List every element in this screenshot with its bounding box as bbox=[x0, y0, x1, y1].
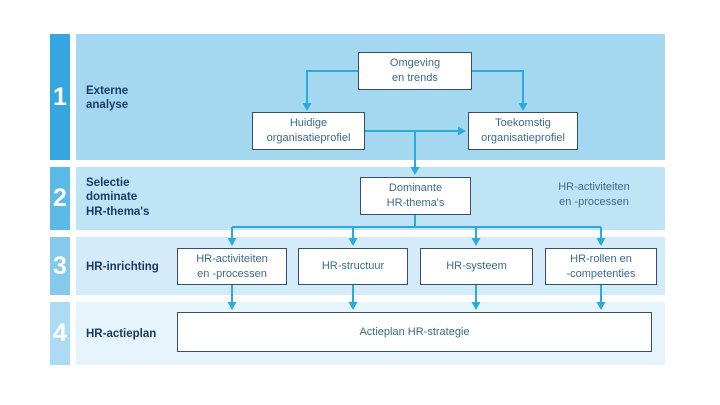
box-dominante-hr-themas: Dominante HR-thema's bbox=[360, 177, 471, 215]
step-number-1: 1 bbox=[50, 34, 70, 160]
row-label-selectie-themas: Selectie dominate HR-thema's bbox=[86, 177, 150, 218]
row-label-hr-actieplan: HR-actieplan bbox=[86, 328, 157, 340]
box-toekomstig-organisatieprofiel: Toekomstig organisatieprofiel bbox=[468, 112, 578, 150]
box-hr-activiteiten-processen: HR-activiteiten en -processen bbox=[177, 248, 287, 285]
box-hr-rollen-competenties: HR-rollen en -competenties bbox=[545, 248, 657, 285]
step-number-4: 4 bbox=[50, 302, 70, 365]
step-number-3: 3 bbox=[50, 237, 70, 295]
box-huidige-organisatieprofiel: Huidige organisatieprofiel bbox=[252, 112, 365, 150]
box-actieplan-hr-strategie: Actieplan HR-strategie bbox=[177, 312, 652, 352]
box-omgeving-en-trends: Omgeving en trends bbox=[358, 52, 472, 90]
step-number-2: 2 bbox=[50, 167, 70, 230]
row-label-hr-inrichting: HR-inrichting bbox=[86, 261, 159, 273]
row-label-externe-analyse: Externe analyse bbox=[86, 85, 129, 112]
box-hr-structuur: HR-structuur bbox=[298, 248, 408, 285]
annotation-hr-activiteiten: HR-activiteiten en -processen bbox=[558, 181, 630, 208]
box-hr-systeem: HR-systeem bbox=[420, 248, 533, 285]
